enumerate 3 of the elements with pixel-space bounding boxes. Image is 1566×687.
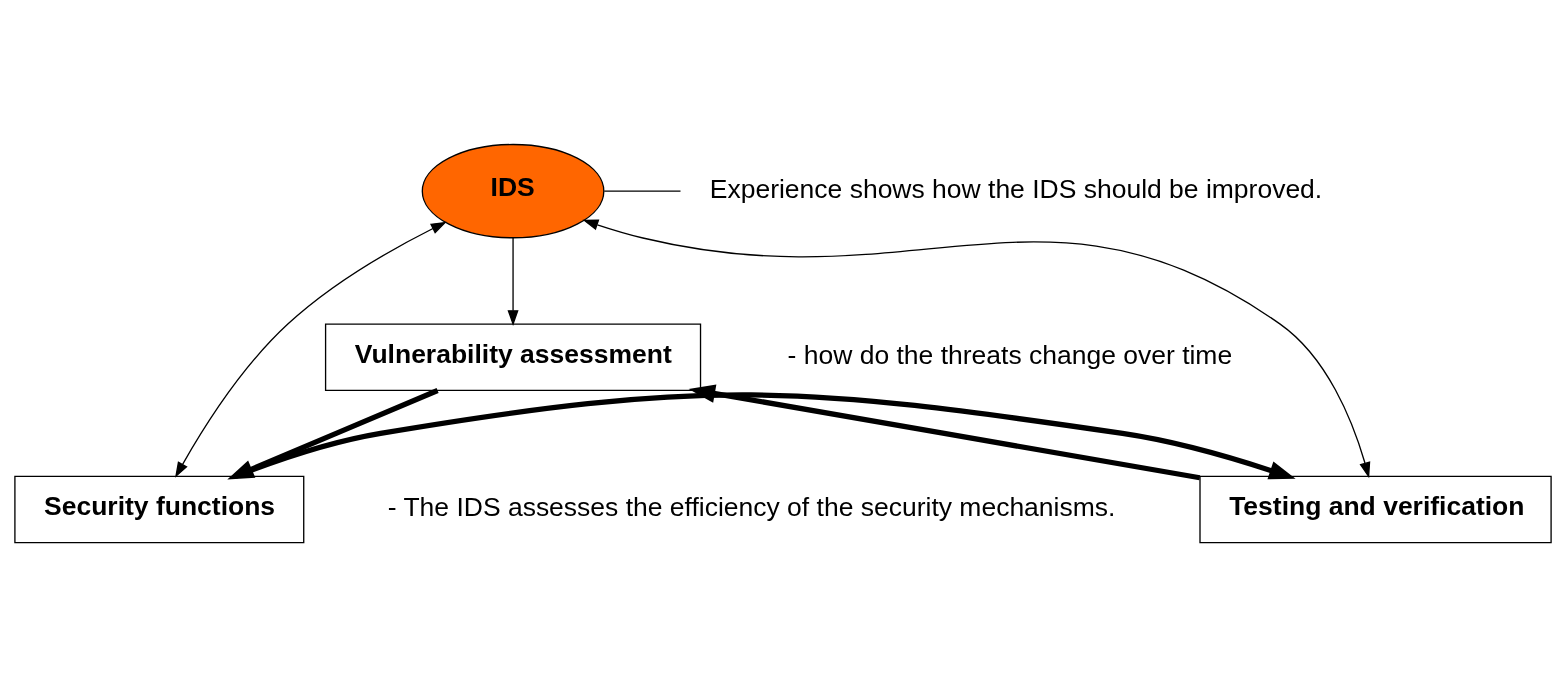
node-label: - The IDS assesses the efficiency of the security mechanisms.	[387, 492, 1116, 523]
node-text: Experience shows how the IDS should be improved.	[709, 173, 1323, 204]
node-label: - how do the threats change over time	[787, 339, 1233, 370]
